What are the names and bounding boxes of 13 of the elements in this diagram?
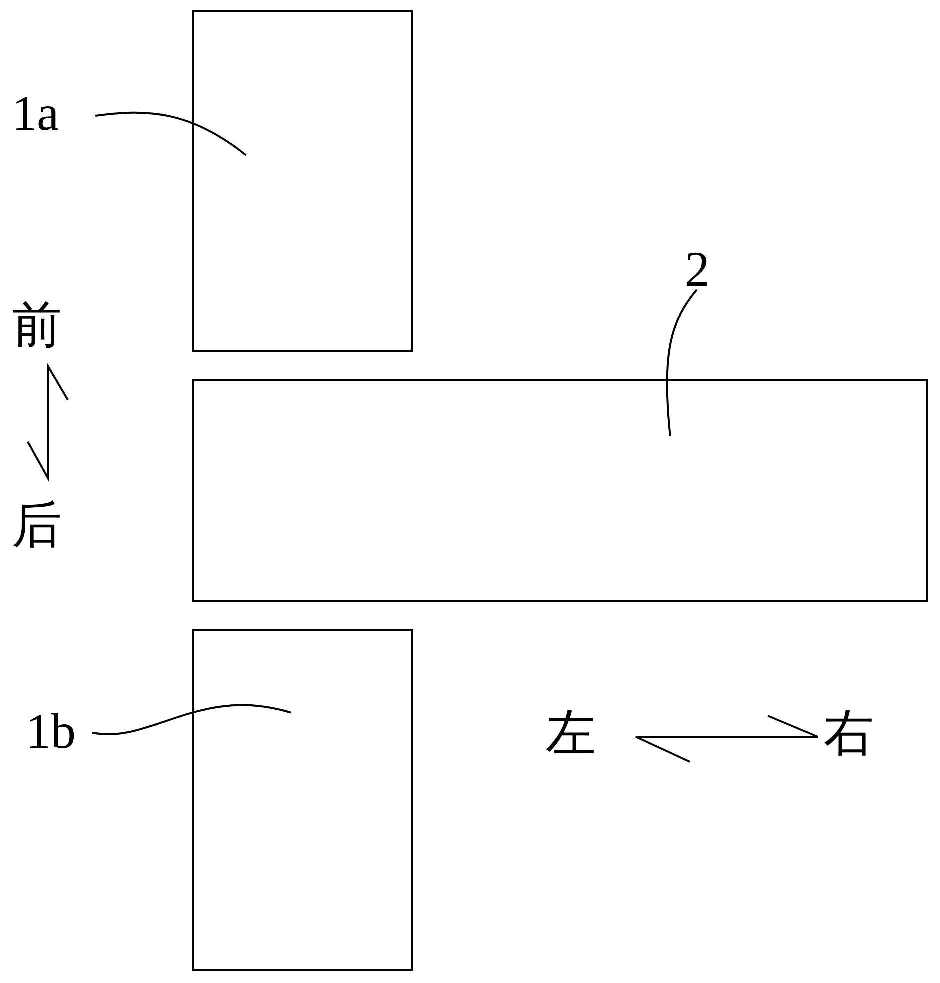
direction-label: 后 bbox=[12, 500, 62, 550]
callout-number: 2 bbox=[685, 241, 710, 297]
rectangle-part bbox=[192, 629, 413, 971]
rectangle-part bbox=[192, 379, 928, 602]
callout-number: 1a bbox=[12, 85, 60, 141]
rectangle-part bbox=[192, 10, 413, 352]
leader-line bbox=[95, 112, 247, 156]
direction-label: 前 bbox=[12, 300, 62, 350]
callout-number: 1b bbox=[26, 703, 76, 759]
leader-line bbox=[666, 289, 698, 436]
leader-line bbox=[92, 704, 292, 736]
direction-label: 左 bbox=[546, 708, 596, 758]
direction-label: 右 bbox=[824, 708, 874, 758]
